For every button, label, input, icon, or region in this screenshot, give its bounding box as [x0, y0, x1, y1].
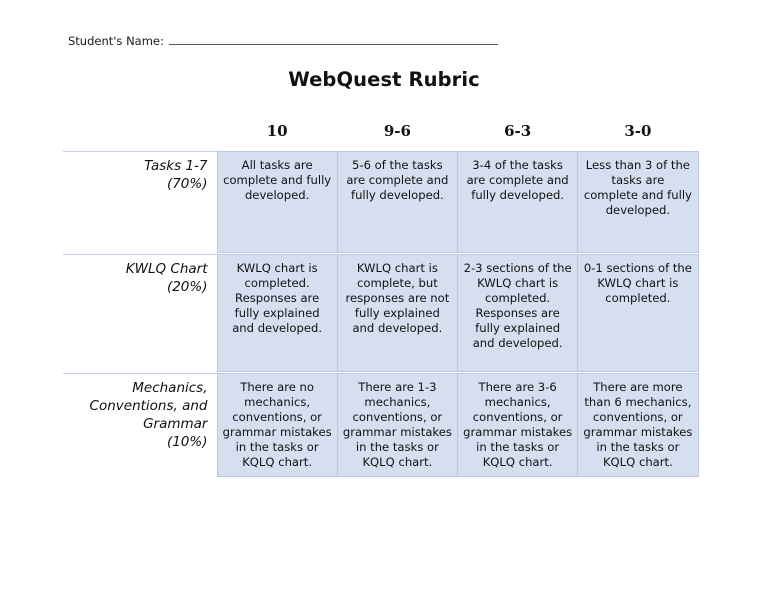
student-name-input[interactable]	[168, 33, 498, 45]
table-row: KWLQ Chart (20%) KWLQ chart is completed…	[63, 254, 699, 372]
row-gap-cell	[63, 371, 698, 374]
row-gap	[63, 252, 698, 255]
row-label-mechanics: Mechanics, Conventions, and Grammar (10%…	[63, 372, 217, 477]
rubric-cell[interactable]: KWLQ chart is completed. Responses are f…	[216, 254, 338, 372]
row-gap-cell	[63, 252, 698, 255]
rubric-cell[interactable]: 3-4 of the tasks are complete and fully …	[456, 151, 579, 253]
rubric-cell[interactable]: All tasks are complete and fully develop…	[216, 151, 338, 253]
criterion-weight: (20%)	[166, 278, 208, 295]
criterion-name: KWLQ Chart	[125, 261, 208, 277]
rubric-cell[interactable]: 2-3 sections of the KWLQ chart is comple…	[456, 254, 579, 372]
table-row: Mechanics, Conventions, and Grammar (10%…	[63, 372, 699, 478]
column-header-score-9-6: 9-6	[383, 122, 411, 140]
header-corner-blank	[63, 122, 217, 152]
rubric-cell[interactable]: There are 1-3 mechanics, conventions, or…	[336, 372, 459, 478]
student-name-field-row: Student's Name:	[68, 33, 498, 48]
rubric-cell[interactable]: There are no mechanics, conventions, or …	[216, 372, 338, 478]
table-header: 10 9-6 6-3 3-0	[63, 122, 698, 152]
criterion-weight: (70%)	[166, 175, 208, 192]
table-row: Tasks 1-7 (70%) All tasks are complete a…	[63, 151, 699, 253]
page-title: WebQuest Rubric	[288, 68, 480, 91]
rubric-cell[interactable]: KWLQ chart is complete, but responses ar…	[336, 254, 459, 372]
column-header-score-10: 10	[266, 122, 288, 140]
criterion-name: Mechanics, Conventions, and Grammar	[89, 380, 208, 432]
rubric-table-container: 10 9-6 6-3 3-0 Tasks 1-7 (70%) All tasks…	[63, 122, 699, 478]
rubric-cell[interactable]: 5-6 of the tasks are complete and fully …	[336, 151, 459, 253]
row-label-tasks: Tasks 1-7 (70%)	[63, 151, 217, 253]
rubric-cell[interactable]: Less than 3 of the tasks are complete an…	[577, 151, 699, 253]
header-row: 10 9-6 6-3 3-0	[63, 122, 698, 152]
rubric-cell[interactable]: There are 3-6 mechanics, conventions, or…	[456, 372, 579, 478]
table-body: Tasks 1-7 (70%) All tasks are complete a…	[63, 151, 699, 478]
rubric-cell[interactable]: 0-1 sections of the KWLQ chart is comple…	[577, 254, 699, 372]
student-name-label: Student's Name:	[68, 34, 164, 48]
criterion-name: Tasks 1-7	[144, 158, 208, 174]
rubric-cell[interactable]: There are more than 6 mechanics, convent…	[577, 372, 699, 478]
row-label-kwlq-chart: KWLQ Chart (20%)	[63, 254, 217, 372]
rubric-table: 10 9-6 6-3 3-0 Tasks 1-7 (70%) All tasks…	[63, 122, 699, 478]
column-header-score-6-3: 6-3	[504, 122, 532, 140]
column-header-score-3-0: 3-0	[624, 122, 652, 140]
criterion-weight: (10%)	[166, 433, 208, 450]
row-gap	[63, 371, 698, 374]
